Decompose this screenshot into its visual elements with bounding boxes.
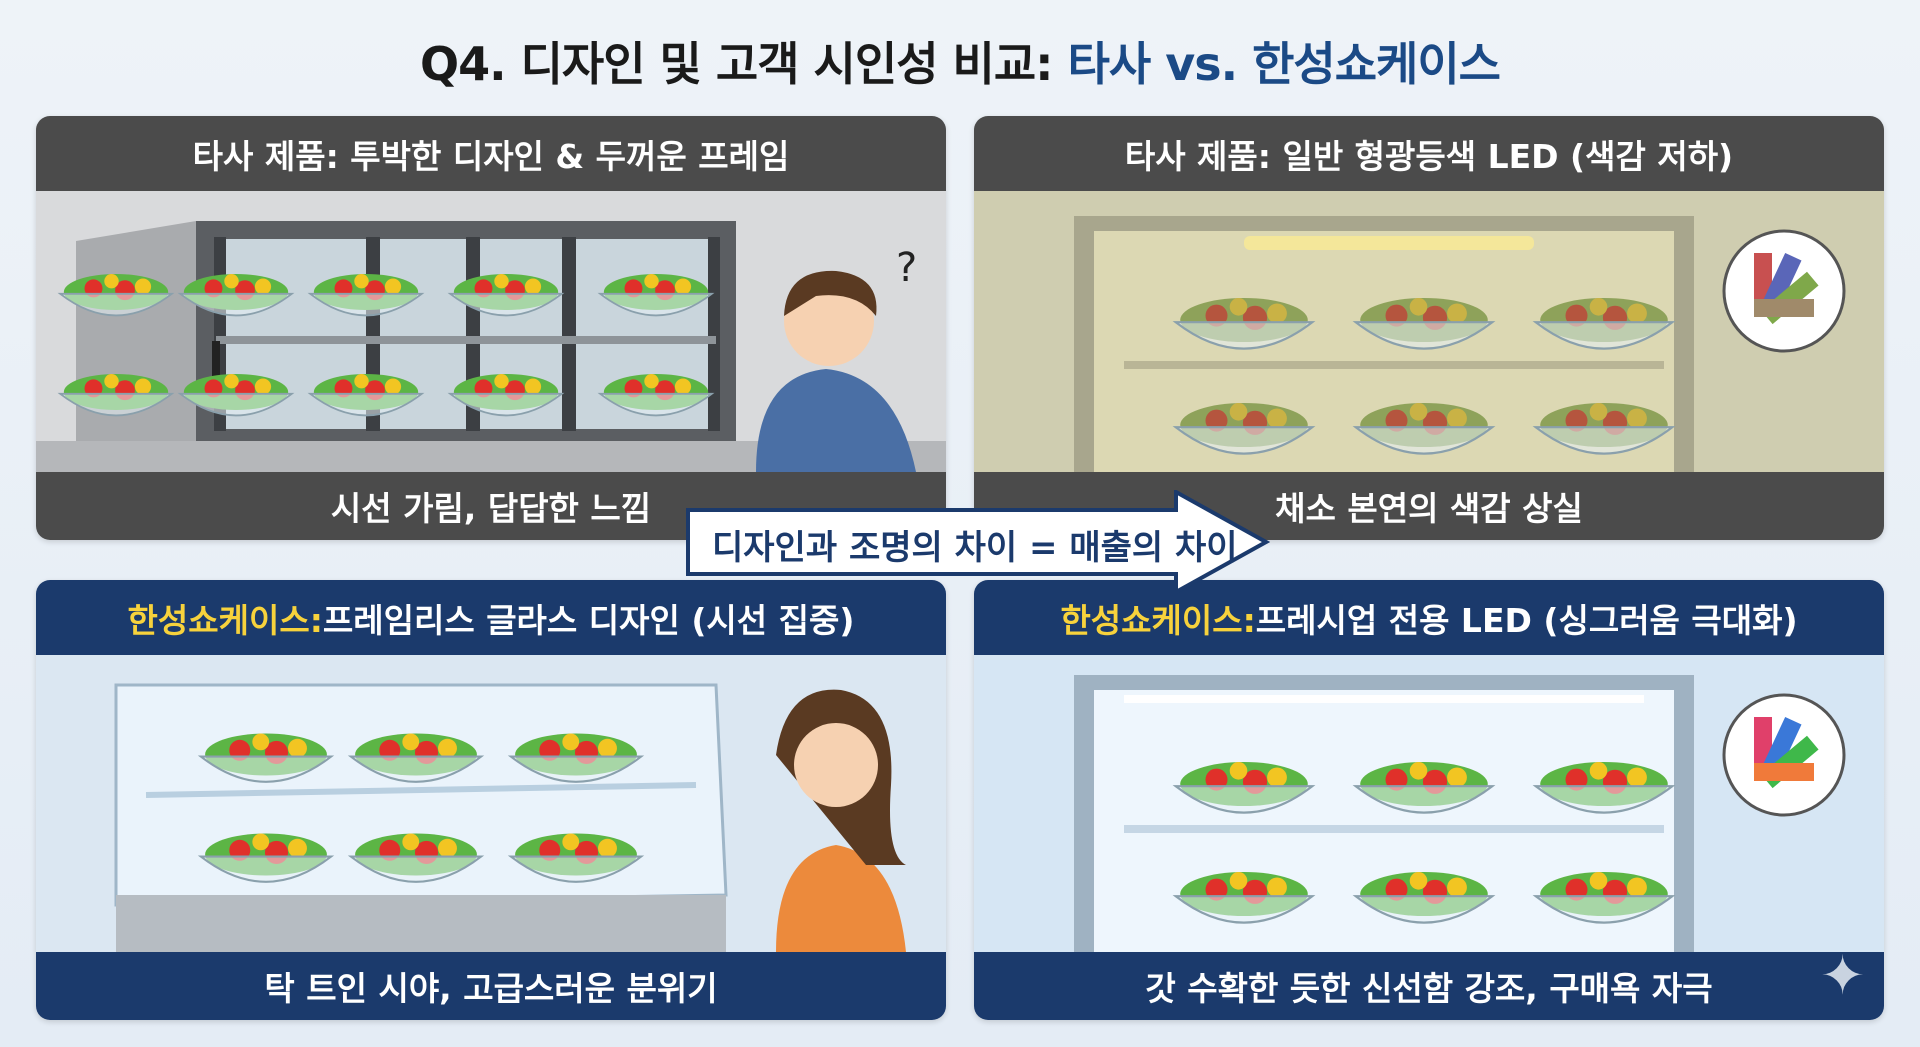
salad-bowl-icon [1532, 762, 1676, 814]
door-handle-icon [212, 341, 220, 401]
salad-bowl-icon [177, 274, 295, 317]
brand-name: 한성쇼케이스: [127, 600, 323, 640]
bulky-fridge-scene: ? [36, 191, 946, 472]
color-swatch-icon [1722, 229, 1846, 353]
difference-arrow-icon [686, 490, 1270, 594]
salad-bowl-icon [347, 733, 485, 783]
panel-competitor-lighting: 타사 제품: 일반 형광등색 LED (색감 저하) [974, 116, 1884, 540]
salad-bowl-icon [57, 274, 175, 317]
salad-bowl-icon [1172, 872, 1316, 924]
panel-hansung-lighting: 한성쇼케이스: 프레시업 전용 LED (싱그러움 극대화) [974, 580, 1884, 1020]
salad-bowl-icon [177, 374, 295, 417]
freshup-led-scene [974, 655, 1884, 952]
salad-bowl-icon [1352, 872, 1496, 924]
salad-bowl-icon [1532, 872, 1676, 924]
header-text: 프레임리스 글라스 디자인 (시선 집중) [322, 600, 855, 640]
salad-bowl-icon [347, 833, 485, 883]
panel-competitor-design: 타사 제품: 투박한 디자인 & 두꺼운 프레임 [36, 116, 946, 540]
salad-bowl-icon [1532, 298, 1676, 350]
salad-bowl-icon [507, 833, 645, 883]
sparkle-icon: ✦ [1820, 944, 1866, 1007]
panel-header: 타사 제품: 일반 형광등색 LED (색감 저하) [974, 116, 1884, 191]
salad-bowl-icon [307, 274, 425, 317]
color-swatch-icon [1722, 693, 1846, 817]
panel-hansung-design: 한성쇼케이스: 프레임리스 글라스 디자인 (시선 집중) 탁 트 [36, 580, 946, 1020]
panel-header: 타사 제품: 투박한 디자인 & 두꺼운 프레임 [36, 116, 946, 191]
salad-bowl-icon [1172, 762, 1316, 814]
salad-bowl-icon [447, 374, 565, 417]
salad-bowl-icon [1532, 403, 1676, 455]
salad-bowl-icon [307, 374, 425, 417]
frameless-glass-scene [36, 655, 946, 952]
salad-bowl-icon [507, 733, 645, 783]
salad-bowl-icon [1352, 403, 1496, 455]
salad-bowl-icon [57, 374, 175, 417]
salad-bowl-icon [1352, 762, 1496, 814]
page-title: Q4. 디자인 및 고객 시인성 비교: 타사 vs. 한성쇼케이스 [0, 28, 1920, 94]
panel-header: 한성쇼케이스: 프레시업 전용 LED (싱그러움 극대화) [974, 580, 1884, 655]
fresh-led-icon [1124, 695, 1644, 703]
panel-footer: 갓 수확한 듯한 신선함 강조, 구매욕 자극 [974, 952, 1884, 1020]
title-prefix: Q4. 디자인 및 고객 시인성 비교: [419, 37, 1068, 91]
salad-bowl-icon [1352, 298, 1496, 350]
header-text: 프레시업 전용 LED (싱그러움 극대화) [1255, 600, 1798, 640]
panel-header: 한성쇼케이스: 프레임리스 글라스 디자인 (시선 집중) [36, 580, 946, 655]
yellow-light-fridge-scene [974, 191, 1884, 472]
salad-bowl-icon [597, 274, 715, 317]
question-mark-icon: ? [896, 245, 917, 291]
salad-bowl-icon [597, 374, 715, 417]
salad-bowl-icon [197, 833, 335, 883]
salad-bowl-icon [1172, 298, 1316, 350]
brand-name: 한성쇼케이스: [1060, 600, 1256, 640]
arrow-label: 디자인과 조명의 차이 = 매출의 차이 [712, 528, 1238, 568]
title-highlight: 타사 vs. 한성쇼케이스 [1067, 37, 1501, 91]
salad-bowl-icon [1172, 403, 1316, 455]
panel-footer: 탁 트인 시야, 고급스러운 분위기 [36, 952, 946, 1020]
salad-bowl-icon [197, 733, 335, 783]
fluorescent-led-icon [1244, 236, 1534, 250]
confused-man-illustration [756, 270, 916, 472]
salad-bowl-icon [447, 274, 565, 317]
smiling-woman-illustration [776, 689, 906, 952]
